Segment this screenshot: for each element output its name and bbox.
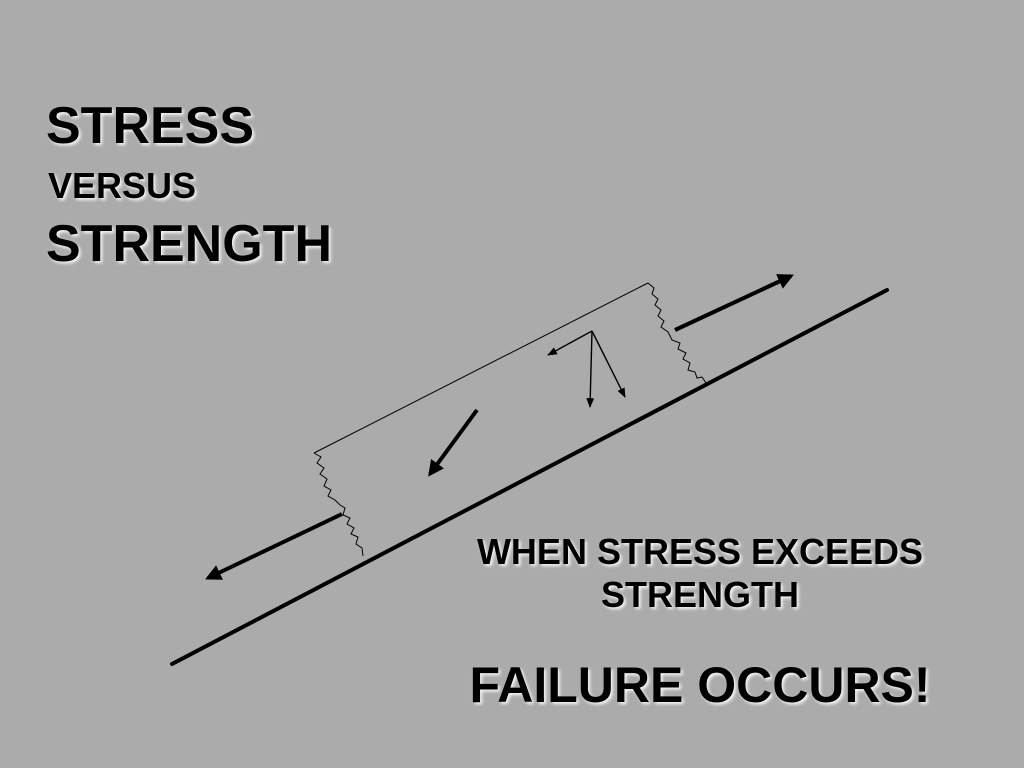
title-line-stress: STRESS bbox=[46, 97, 255, 155]
caption-failure-occurs: FAILURE OCCURS! bbox=[469, 657, 931, 713]
title-line-strength: STRENGTH bbox=[46, 215, 332, 273]
force-vector-triangle bbox=[547, 330, 626, 408]
slope-line bbox=[170, 288, 889, 666]
fracture-line-right bbox=[647, 282, 707, 384]
vector-upslope-component bbox=[547, 330, 593, 356]
title-line-versus: VERSUS bbox=[48, 165, 197, 206]
downslope-force-arrow bbox=[205, 512, 343, 580]
gravity-force-arrow bbox=[428, 408, 479, 477]
vector-normal-component bbox=[591, 330, 626, 398]
vector-vertical-weight bbox=[586, 330, 595, 408]
fracture-line-left bbox=[313, 452, 364, 557]
caption-when-stress-exceeds: WHEN STRESS EXCEEDS STRENGTH bbox=[476, 531, 924, 615]
upslope-force-arrow bbox=[674, 274, 794, 332]
block-top-edge bbox=[313, 282, 649, 454]
